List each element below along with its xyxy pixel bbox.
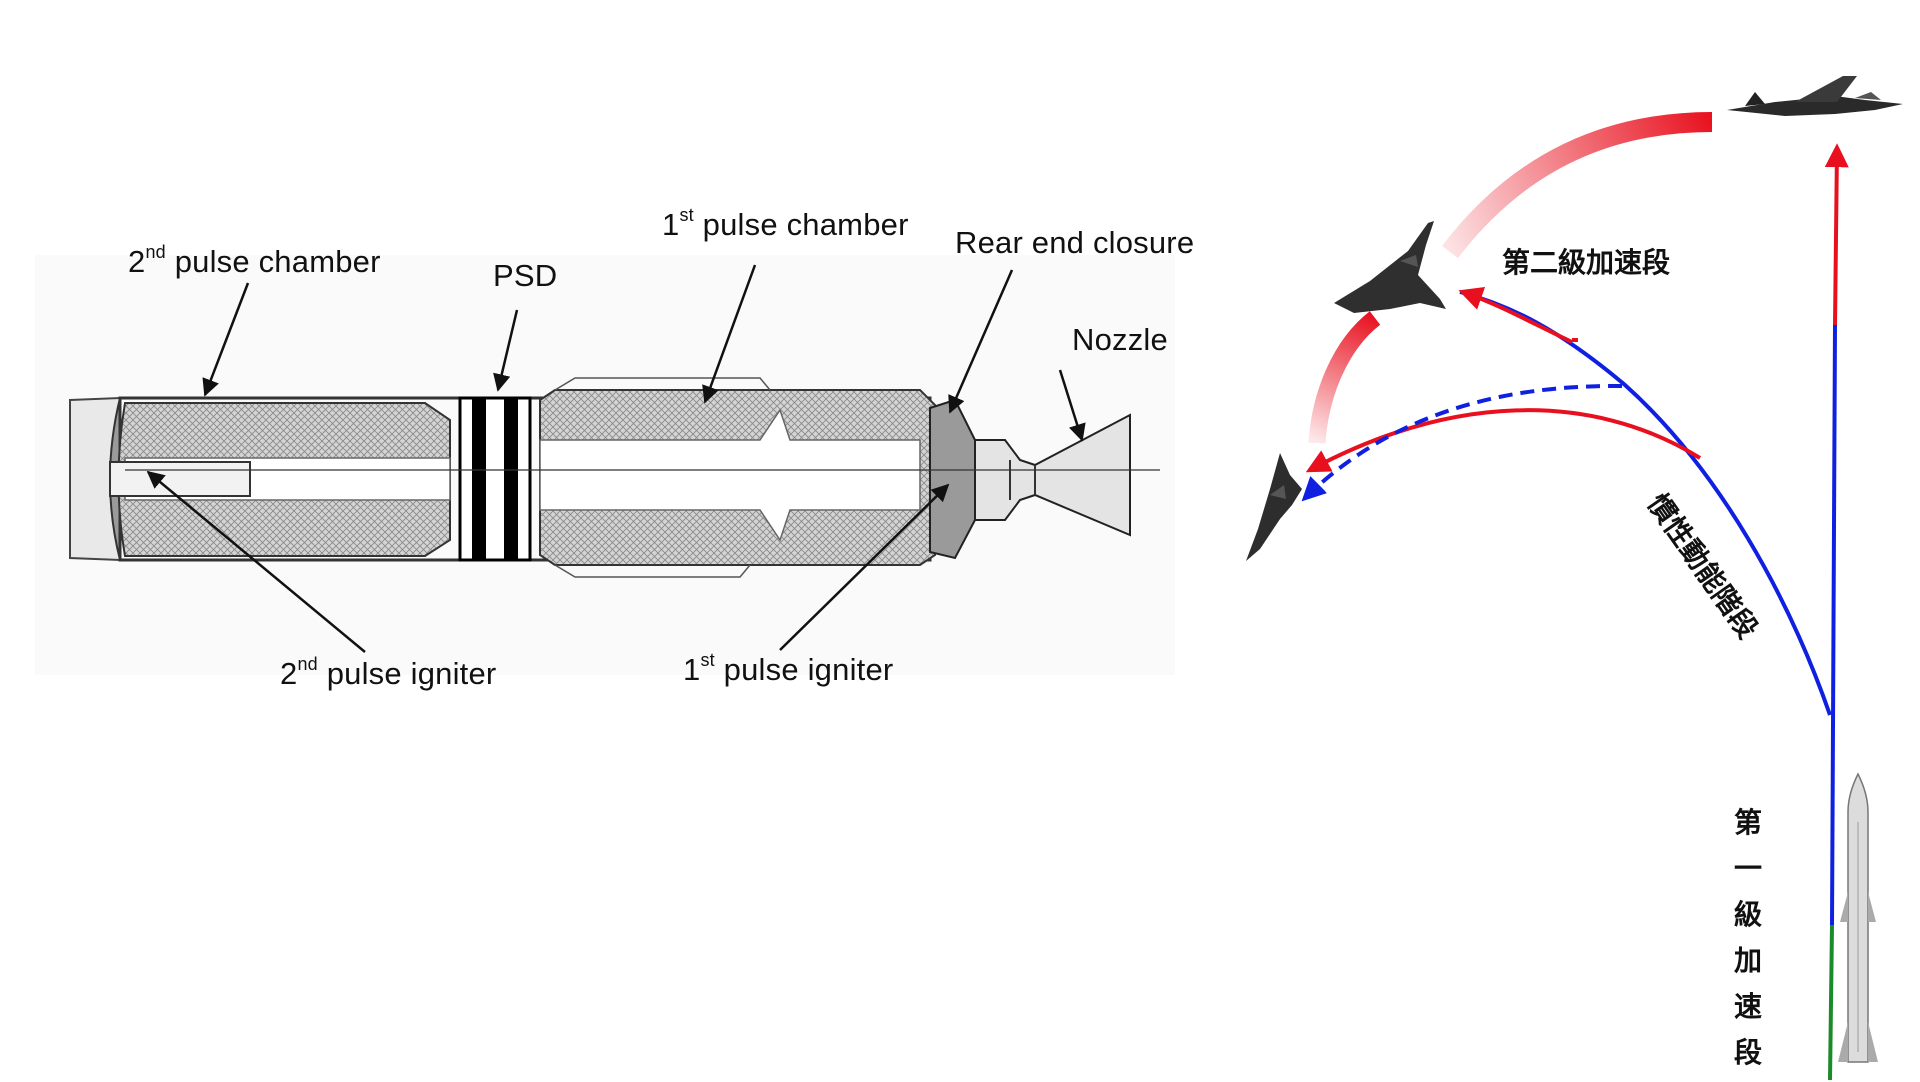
label-second-pulse-chamber: 2nd pulse chamber [128, 242, 381, 279]
first-stage-char: 級 [1733, 898, 1762, 931]
label-inertia-phase: 慣性動能階段 [1640, 487, 1765, 645]
first-stage-char: 速 [1733, 990, 1762, 1023]
second-pulse-igniter-body [109, 461, 251, 497]
label-pointers [146, 264, 1086, 653]
first-stage-char: 加 [1733, 944, 1762, 977]
label-rear-end-closure: Rear end closure [955, 225, 1195, 260]
launch-line-green [1828, 924, 1834, 1080]
fighter-jet-icon [1727, 76, 1903, 116]
coast-arrow-dashed [1301, 383, 1623, 502]
launch-line-blue [1830, 324, 1837, 926]
nozzle [974, 413, 1131, 537]
first-pulse-bore [539, 408, 921, 542]
second-stage-boost-arc-lower [1308, 311, 1381, 444]
first-stage-char: 第 [1733, 806, 1762, 839]
first-stage-char: 段 [1733, 1036, 1762, 1069]
label-first-pulse-igniter: 1st pulse igniter [683, 650, 894, 687]
launch-line-red [1824, 143, 1849, 326]
label-nozzle: Nozzle [1072, 322, 1168, 357]
label-second-pulse-igniter: 2nd pulse igniter [280, 654, 497, 691]
missile-icon [1838, 772, 1878, 1063]
motor-diagram [35, 255, 1175, 675]
label-first-pulse-chamber: 1st pulse chamber [662, 205, 909, 242]
boost-arrow-lower [1305, 408, 1702, 473]
fighter-jet-icon [1334, 221, 1446, 313]
boost-arrow-upper [1458, 287, 1573, 344]
second-stage-boost-arc [1442, 112, 1713, 259]
label-psd: PSD [493, 258, 558, 293]
label-first-stage-boost: 第 一 級 加 速 段 [1730, 800, 1766, 1076]
label-second-stage-boost: 第二級加速段 [1502, 246, 1671, 279]
fighter-jet-icon [1246, 453, 1302, 561]
psd-disk [458, 396, 532, 562]
first-stage-char: 一 [1733, 852, 1762, 885]
